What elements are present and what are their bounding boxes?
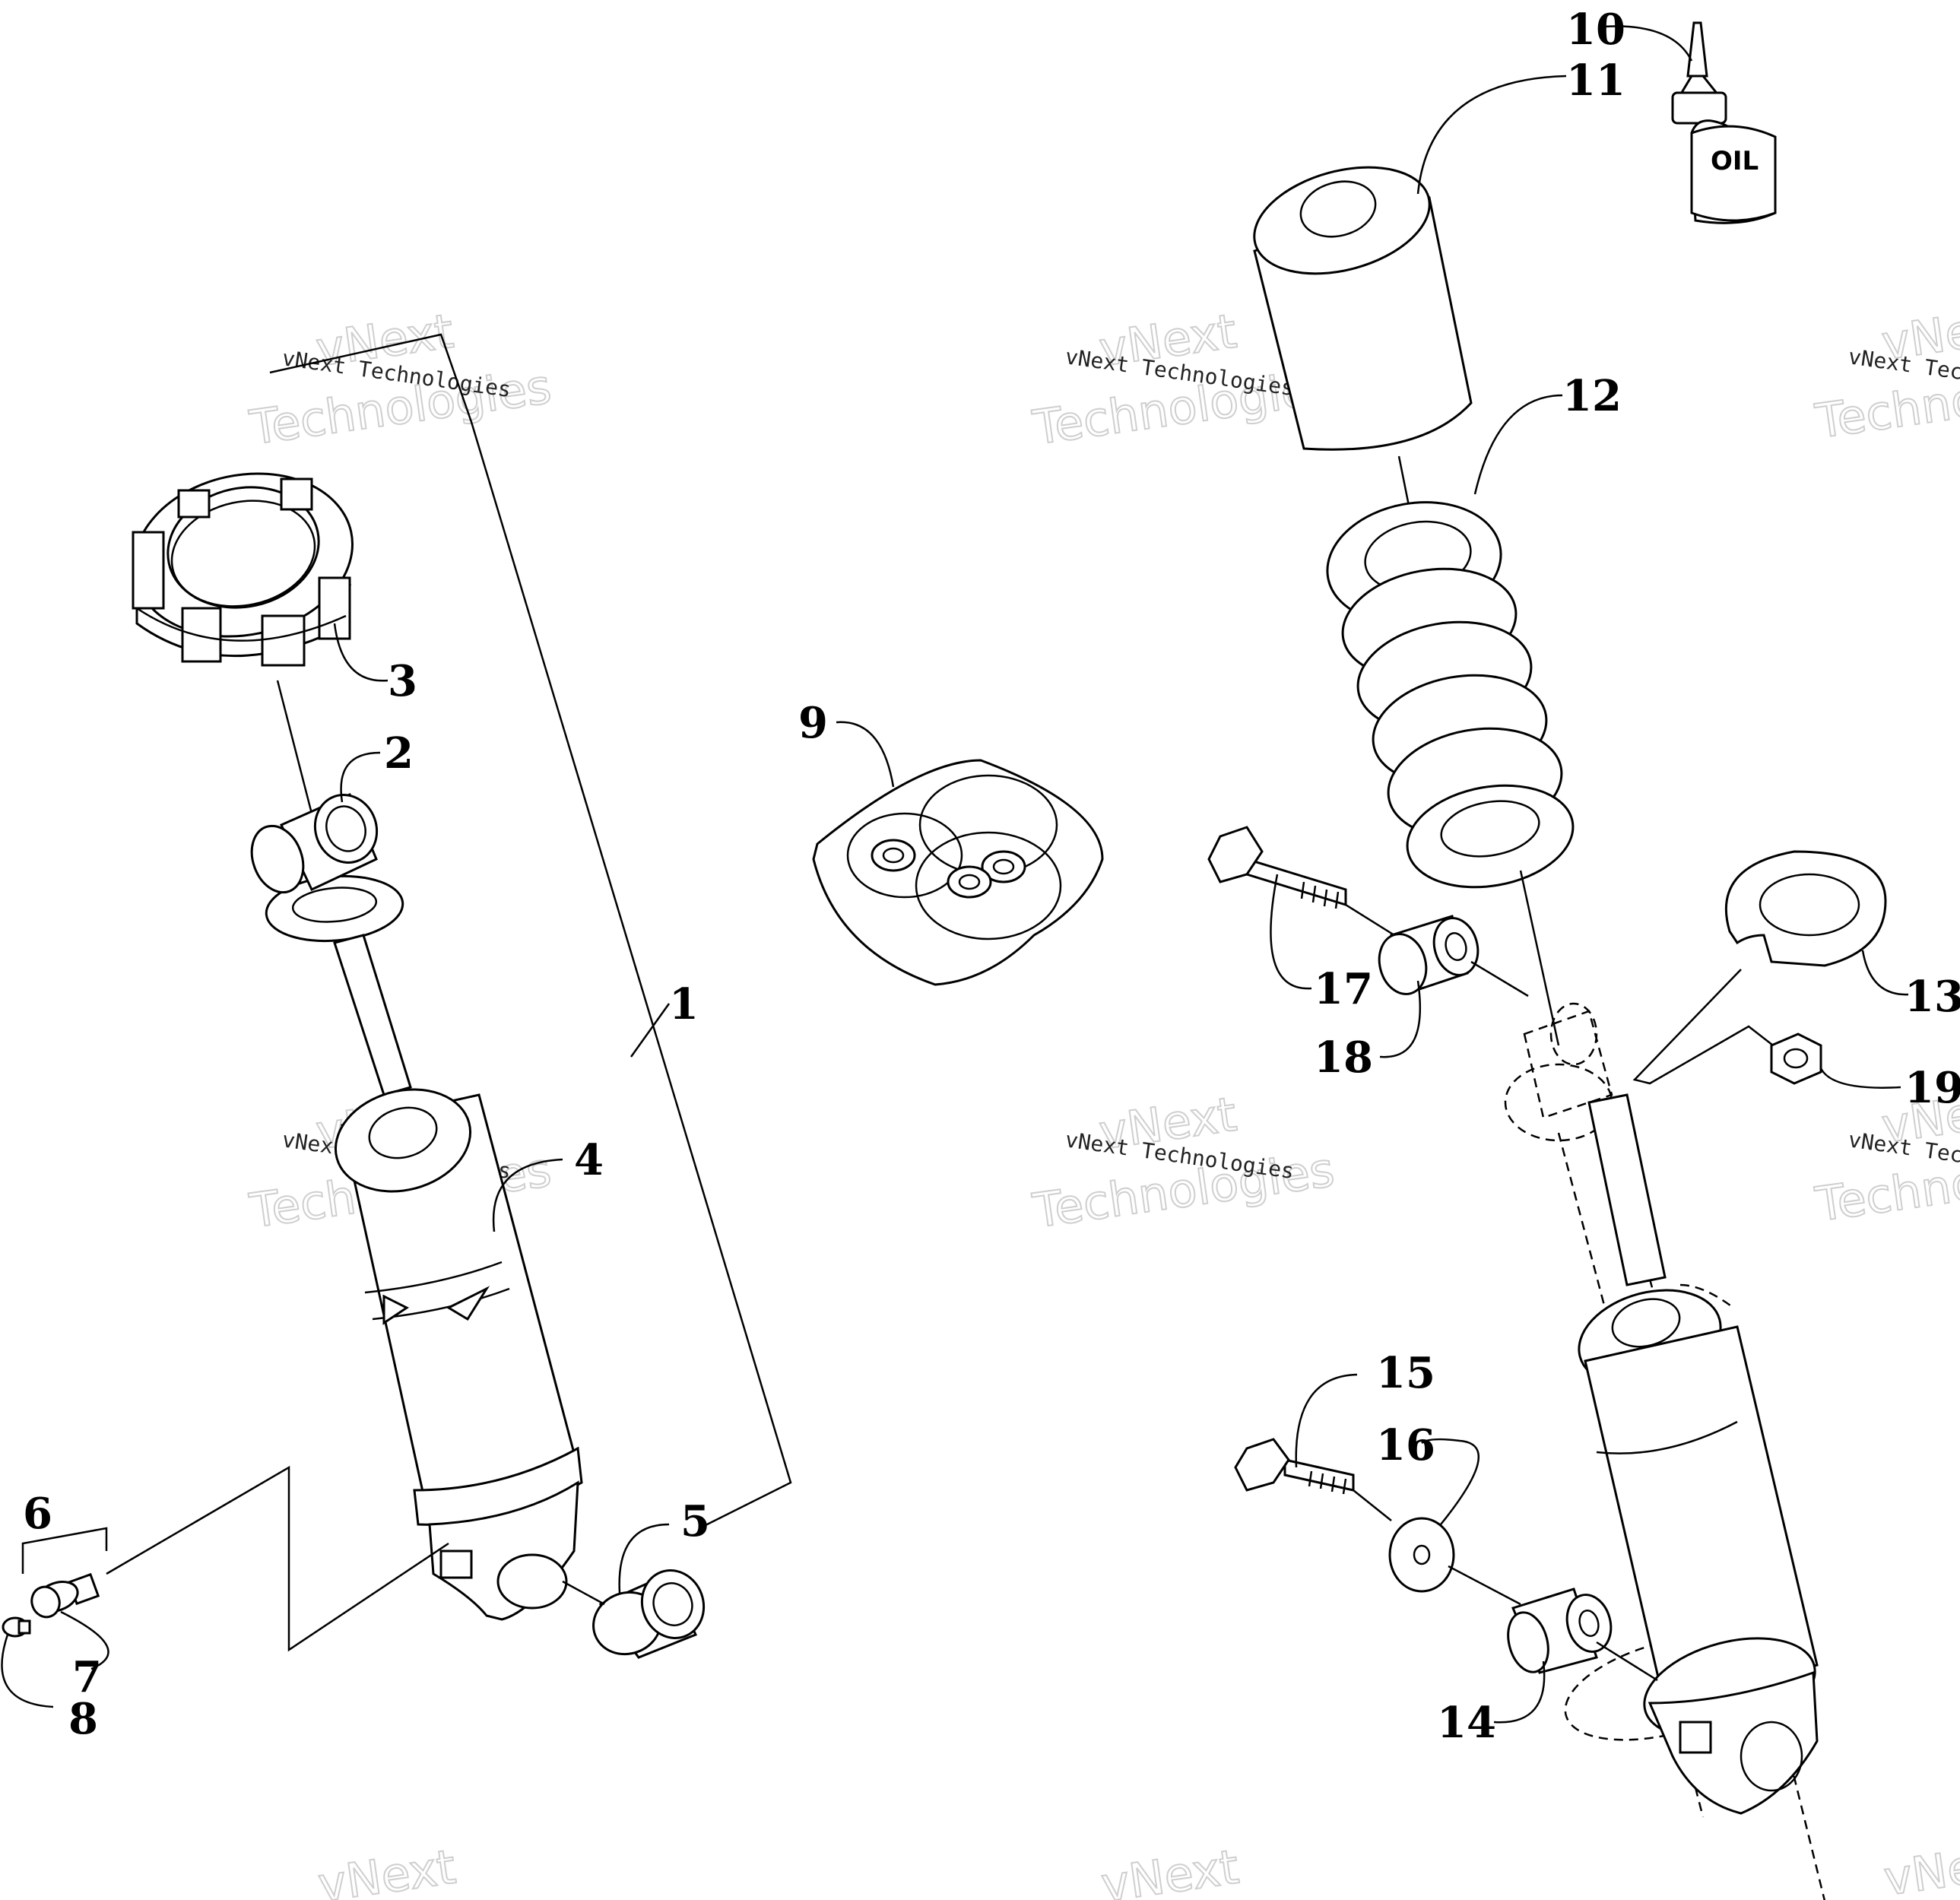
part-17-upper-bolt [1207,826,1347,909]
part-19-nut [1770,1032,1822,1085]
part-17-leader [1270,874,1312,990]
part-16-leader [1421,1438,1480,1525]
part-9-seal-kit [812,759,1104,986]
watermark-9: vNext [1880,1832,1960,1900]
callout-7: 7 [72,1652,102,1702]
reference-shock-body [1578,1093,1819,1815]
part-18-leader [1379,980,1421,1058]
part-5-lower-bushing [592,1569,706,1659]
part-13-assembly-line [1632,969,1784,1085]
part-7-leader [60,1610,109,1670]
part-16-assembly-line [1448,1565,1521,1606]
oil-label: OIL [1711,146,1759,176]
callout-4: 4 [574,1135,604,1185]
part-4-leader [492,1158,563,1232]
part-3-spanner-nut [132,472,354,667]
part-16-washer [1388,1517,1455,1593]
part-1-leader [630,1003,671,1058]
part-5-leader [618,1523,670,1594]
callout-13: 13 [1904,972,1960,1022]
part-6-assembly-line [106,1465,449,1652]
callout-12: 12 [1562,371,1622,421]
part-3-assembly-line [276,680,313,814]
callout-15: 15 [1376,1348,1435,1398]
part-5-assembly-line [562,1580,605,1606]
callout-19: 19 [1904,1063,1960,1113]
part-18-assembly-line [1470,960,1529,998]
part-9-leader [836,721,895,788]
callout-9: 9 [798,698,828,748]
part-14-assembly-line [1596,1641,1658,1682]
callout-11: 11 [1566,56,1625,106]
part-2-leader [340,751,381,803]
part-13-retainer [1724,850,1887,967]
part-15-lower-bolt [1234,1438,1355,1495]
part-1-bracket [269,333,792,1530]
part-19-leader [1819,1067,1901,1089]
callout-14: 14 [1437,1698,1496,1748]
part-8-valve-cap [2,1616,31,1638]
callout-1: 1 [669,979,699,1029]
part-11-leader [1416,75,1567,195]
part-2-upper-bushing [250,793,404,943]
part-18-upper-bushing [1378,915,1480,995]
callout-3: 3 [388,656,417,706]
callout-5: 5 [680,1496,710,1546]
part-14-lower-bushing [1507,1588,1613,1674]
callout-8: 8 [68,1694,98,1744]
part-12-leader [1473,394,1563,495]
part-11-bumper [1253,166,1473,451]
part-12-assembly-line [1519,870,1560,1046]
part-4-shock-body [333,934,583,1621]
svg-text:vNext: vNext [1881,1832,1960,1900]
callout-2: 2 [384,728,414,779]
part-6-valve [30,1572,100,1619]
callout-10: 10 [1566,5,1625,55]
part-12-spring [1326,501,1575,889]
callout-18: 18 [1314,1032,1373,1083]
watermark-8: vNext [1097,1838,1243,1900]
part-13-leader [1861,950,1909,996]
callout-16: 16 [1376,1420,1435,1470]
callout-6: 6 [23,1489,52,1539]
svg-text:vNext: vNext [315,1838,459,1900]
part-10-oil-bottle: OIL [1671,21,1777,224]
part-3-leader [333,623,389,682]
part-10-leader [1603,25,1693,62]
callout-17: 17 [1314,964,1373,1014]
part-8-leader [1,1634,54,1708]
part-15-leader [1295,1373,1358,1468]
svg-text:vNext: vNext [1098,1838,1242,1900]
part-15-assembly-line [1353,1489,1392,1521]
watermark-7: vNext [314,1838,460,1900]
part-6-bracket [21,1527,108,1574]
part-14-leader [1493,1661,1546,1724]
